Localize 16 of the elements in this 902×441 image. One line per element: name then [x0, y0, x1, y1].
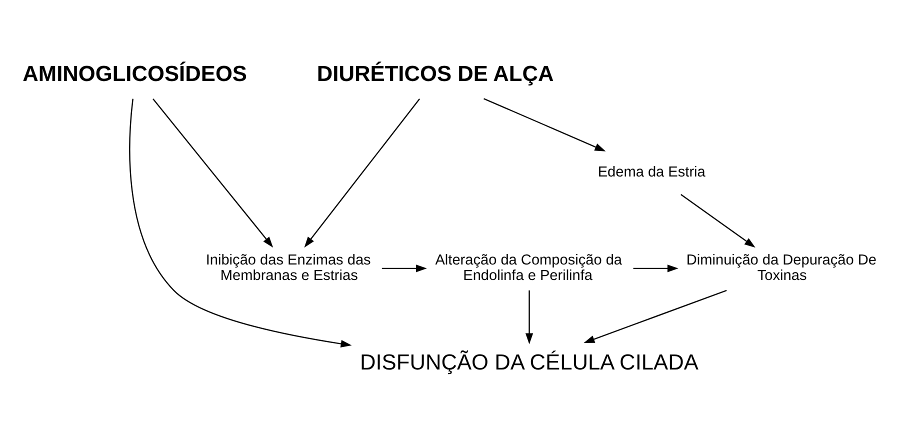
node-text: DISFUNÇÃO DA CÉLULA CILADA [360, 350, 698, 375]
arrow [584, 290, 727, 344]
arrow [484, 98, 606, 152]
node-text: Diminuição da Depuração De Toxinas [686, 252, 876, 284]
arrow [525, 290, 534, 344]
arrow [382, 264, 427, 272]
arrow [129, 98, 352, 348]
node-text: Inibição das Enzimas das Membranas e Estrias [206, 252, 371, 284]
node-text: Alteração da Composição da Endolinfa e Perilinfa [435, 252, 622, 284]
node-text: Edema da Estria [598, 164, 706, 180]
arrow [304, 98, 420, 248]
node-text: AMINOGLICOSÍDEOS [22, 60, 247, 86]
arrow [680, 194, 756, 248]
arrow [152, 98, 274, 248]
arrow [633, 264, 678, 272]
node-text: DIURÉTICOS DE ALÇA [316, 60, 554, 86]
